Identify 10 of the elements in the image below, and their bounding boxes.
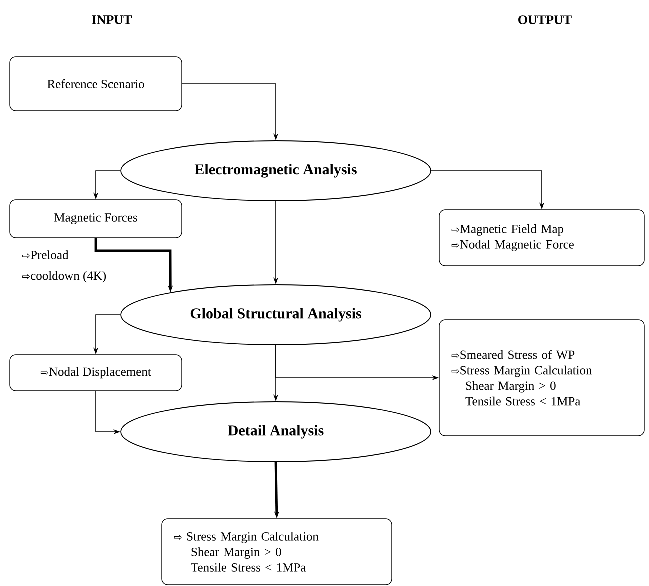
input-box: Magnetic Forces <box>10 200 182 238</box>
output-box: ⇨ Stress Margin Calculation Shear Margin > 0 Tensile Stress < 1MPa <box>162 518 392 586</box>
input-box: ⇨Nodal Displacement <box>10 354 182 392</box>
output-box: ⇨Smeared Stress of WP ⇨Stress Margin Calculation Shear Margin > 0 Tensile Stress < 1MPa <box>439 320 645 436</box>
note-text: ⇨cooldown (4K) <box>22 271 106 283</box>
note-text: ⇨Preload <box>22 250 69 260</box>
column-heading: INPUT <box>92 16 132 24</box>
column-heading: OUTPUT <box>518 16 572 24</box>
output-box: ⇨Magnetic Field Map ⇨Nodal Magnetic Force <box>439 210 645 266</box>
process-box: Reference Scenario <box>10 56 182 112</box>
